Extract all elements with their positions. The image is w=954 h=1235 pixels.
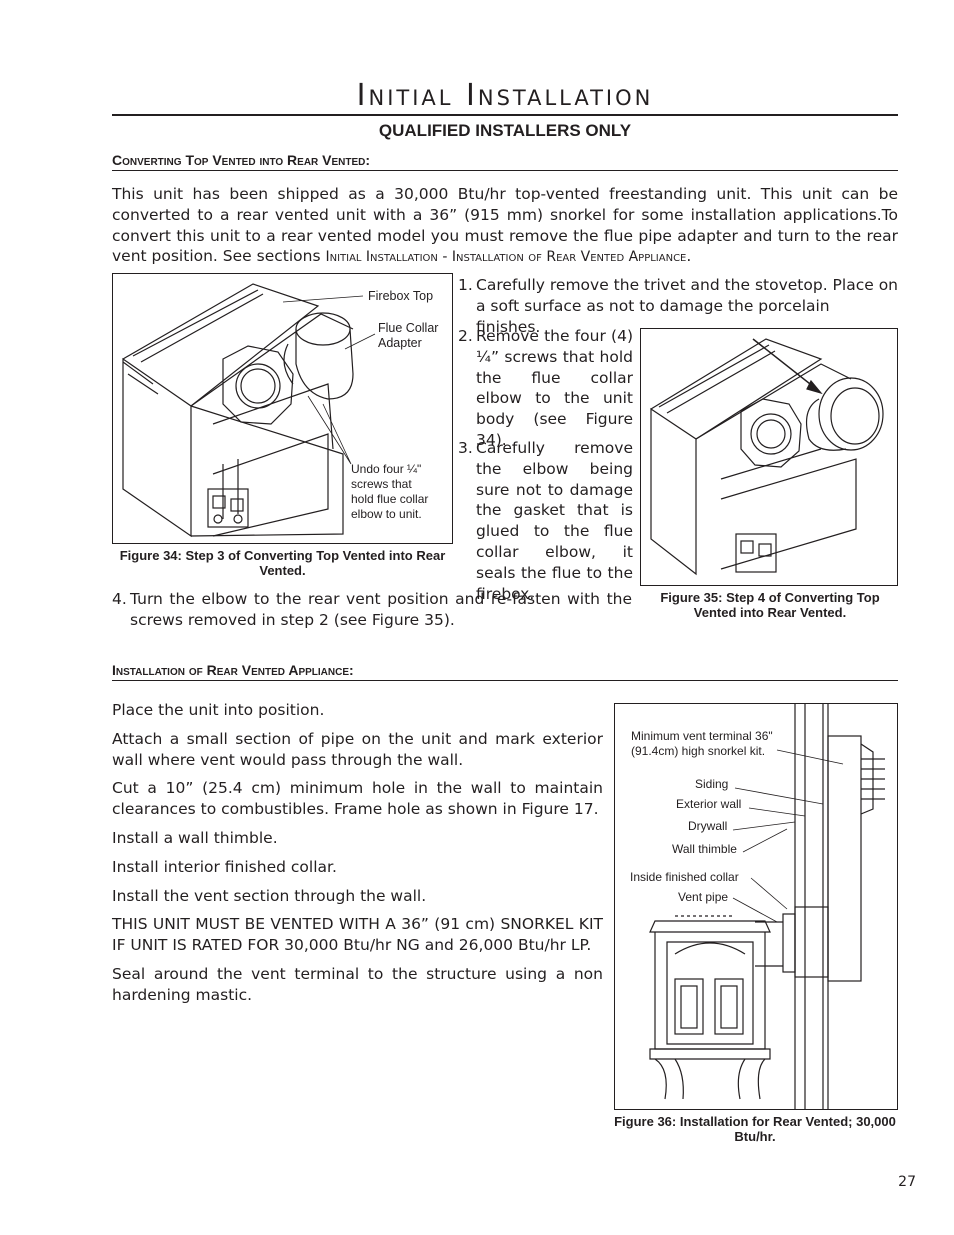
label-drywall: Drywall (688, 819, 728, 833)
page-title: Initial Installation (356, 78, 654, 113)
label-wall-thimble: Wall thimble (672, 842, 737, 856)
label-vent-pipe: Vent pipe (678, 890, 729, 904)
label-siding: Siding (695, 777, 729, 791)
label-flue-collar-2: Adapter (378, 336, 422, 350)
step-4-number: 4. (112, 590, 127, 608)
figure-35-drawing (650, 338, 884, 576)
paragraph-6: Install the vent section through the wal… (112, 886, 427, 905)
label-exterior-wall: Exterior wall (676, 797, 742, 811)
step-1: 1. Carefully remove the trivet and the s… (458, 275, 898, 337)
intro-text: This unit has been shipped as a 30,000 B… (112, 185, 898, 266)
label-undo-2: screws that (351, 477, 412, 491)
paragraph-8: Seal around the vent terminal to the str… (112, 964, 603, 1004)
label-undo-4: elbow to unit. (351, 507, 422, 521)
label-flue-collar-1: Flue Collar (378, 321, 439, 335)
step-2: 2. Remove the four (4) ¼” screws that ho… (458, 326, 633, 451)
page-number: 27 (898, 1174, 916, 1190)
intro-end: . (686, 247, 692, 266)
label-firebox-top: Firebox Top (368, 289, 434, 303)
intro-section-reference: Initial Installation - Installation of R… (325, 249, 687, 266)
step-3: 3. Carefully remove the elbow being sure… (458, 438, 633, 604)
step-4-text: Turn the elbow to the rear vent position… (130, 590, 632, 629)
step-3-number: 3. (458, 439, 473, 457)
step-1-number: 1. (458, 276, 473, 294)
section-heading-converting: Converting Top Vented into Rear Vented: (112, 152, 898, 171)
step-1-text: Carefully remove the trivet and the stov… (476, 276, 898, 336)
figure-36: Minimum vent terminal 36" (91.4cm) high … (614, 703, 898, 1110)
figure-34: Firebox Top Flue Collar Adapter Undo fou… (112, 273, 453, 544)
figure-35-caption: Figure 35: Step 4 of Converting Top Vent… (660, 590, 880, 620)
paragraph-5: Install interior finished collar. (112, 857, 337, 876)
figure-36-caption: Figure 36: Installation for Rear Vented;… (614, 1114, 896, 1144)
figure-34-drawing (122, 283, 376, 538)
step-2-number: 2. (458, 327, 473, 345)
figure-36-drawing (649, 704, 885, 1109)
title-rule (112, 114, 898, 116)
paragraph-4: Install a wall thimble. (112, 828, 278, 847)
paragraph-1: Place the unit into position. (112, 701, 325, 719)
label-undo-3: hold flue collar (351, 492, 429, 506)
paragraph-7: THIS UNIT MUST BE VENTED WITH A 36” (91 … (112, 915, 603, 955)
section-heading-installation: Installation of Rear Vented Appliance: (112, 662, 898, 681)
label-undo-1: Undo four ¼" (351, 462, 422, 476)
figure-35 (640, 328, 898, 586)
installation-steps: Place the unit into position. Attach a s… (112, 700, 603, 1014)
intro-paragraph: This unit has been shipped as a 30,000 B… (112, 184, 898, 268)
step-2-text: Remove the four (4) ¼” screws that hold … (476, 327, 633, 449)
step-4: 4. Turn the elbow to the rear vent posit… (112, 589, 632, 631)
paragraph-3: Cut a 10” (25.4 cm) minimum hole in the … (112, 779, 603, 819)
page-subtitle: QUALIFIED INSTALLERS ONLY (378, 121, 632, 140)
paragraph-2: Attach a small section of pipe on the un… (112, 729, 603, 769)
step-3-text: Carefully remove the elbow being sure no… (476, 439, 633, 603)
label-terminal-1: Minimum vent terminal 36" (631, 729, 773, 743)
figure-34-caption: Figure 34: Step 3 of Converting Top Vent… (119, 548, 446, 578)
label-terminal-2: (91.4cm) high snorkel kit. (631, 744, 766, 758)
label-inside-collar: Inside finished collar (630, 870, 739, 884)
